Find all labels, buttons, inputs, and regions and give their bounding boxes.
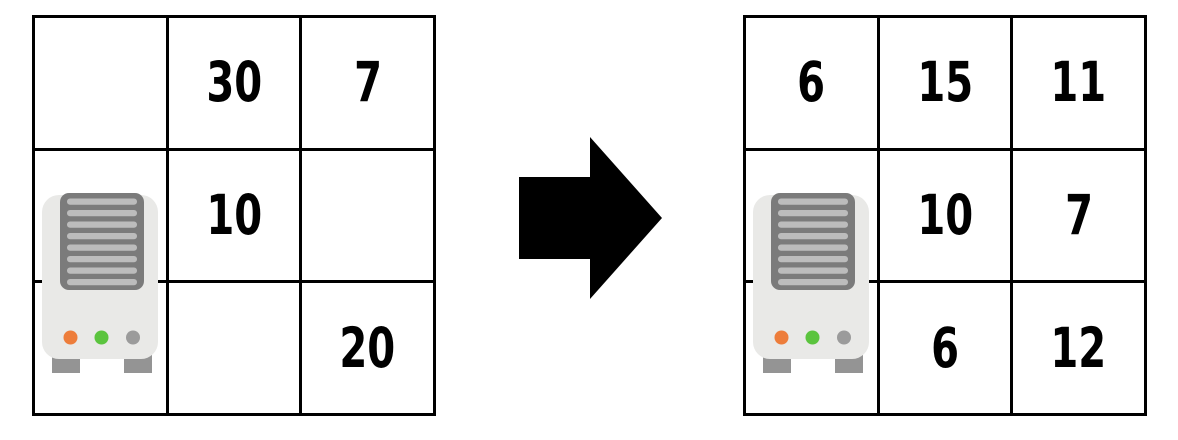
- after-cell-r3c3: 12: [1013, 283, 1144, 413]
- cell-value: 30: [206, 50, 262, 115]
- grid-after: 6 15 11 10 7 6 12: [743, 15, 1147, 416]
- before-cell-r1c1: [35, 18, 166, 148]
- cell-value: 15: [917, 50, 973, 115]
- before-cell-r3c2: [168, 283, 300, 413]
- cell-value: 20: [339, 315, 396, 380]
- cell-value: 6: [931, 315, 959, 380]
- after-cell-r2c3: 7: [1013, 150, 1144, 281]
- after-cell-r1c2: 15: [879, 18, 1011, 148]
- after-cell-r2c2: 10: [879, 150, 1011, 281]
- cell-value: 7: [353, 50, 382, 115]
- cell-value: 12: [1050, 315, 1107, 380]
- right-arrow-icon: [519, 137, 662, 299]
- grid-before: 30 7 10 20: [32, 15, 436, 416]
- before-cell-r3c1: [35, 283, 166, 413]
- cell-value: 6: [797, 50, 826, 115]
- before-cell-r1c3: 7: [302, 18, 433, 148]
- after-cell-r3c2: 6: [879, 283, 1011, 413]
- cell-value: 11: [1050, 50, 1107, 115]
- cell-value: 10: [206, 182, 262, 247]
- after-cell-r1c3: 11: [1013, 18, 1144, 148]
- before-cell-r2c1: [35, 150, 166, 281]
- before-cell-r2c3: [302, 150, 433, 281]
- before-cell-r2c2: 10: [168, 150, 300, 281]
- after-cell-r3c1: [746, 283, 877, 413]
- after-cell-r1c1: 6: [746, 18, 877, 148]
- after-cell-r2c1: [746, 150, 877, 281]
- cell-value: 10: [917, 182, 973, 247]
- before-cell-r1c2: 30: [168, 18, 300, 148]
- before-cell-r3c3: 20: [302, 283, 433, 413]
- cell-value: 7: [1064, 182, 1093, 247]
